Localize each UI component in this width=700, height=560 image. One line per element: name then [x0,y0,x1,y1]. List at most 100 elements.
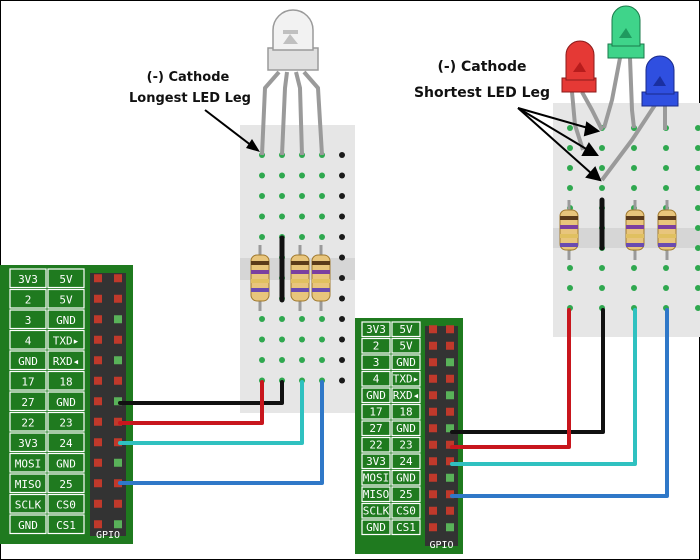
gpio-pin [446,341,454,350]
red-led [561,40,597,93]
gpio-pin [114,294,122,303]
right-annotation-line1: (-) Cathode [438,59,527,75]
left-annotation-line1: (-) Cathode [147,70,230,85]
breadboard-hole [631,165,637,171]
pin-label-cell [47,411,85,432]
breadboard-hole [567,145,573,151]
breadboard-hole [339,377,345,384]
gpio-pin [446,325,454,334]
resistor [290,245,310,311]
gpio-pin [94,438,102,447]
gpio-pin [94,315,102,324]
pin-label: 3V3 [18,273,38,286]
pin-label-cell [9,514,47,535]
pin-label-cell [47,493,85,514]
gpio-pin [114,335,122,344]
breadboard-hole [599,265,605,271]
breadboard-hole [695,185,700,191]
gpio-pin [429,440,437,449]
pin-label: 5V [399,323,413,336]
breadboard-hole [259,193,265,199]
pin-label: 3 [25,314,32,327]
breadboard-hole [339,234,345,240]
gpio-pin [429,473,437,482]
pin-label: 18 [59,375,72,388]
pin-label-cell [9,432,47,453]
gpio-pin [446,523,454,532]
pin-label: GND [366,389,386,402]
right-wire-teal [450,308,637,466]
gpio-pin [446,424,454,433]
gpio-label: GPIO [96,530,120,541]
pin-label: GND [396,422,416,435]
pin-label: 22 [21,416,34,429]
breadboard-hole [299,336,305,343]
breadboard-hole [259,172,265,179]
pin-label-cell [361,387,391,404]
gpio-pin [429,457,437,466]
pin-label-cell [361,486,391,503]
left-wire-teal [118,380,304,445]
breadboard-hole [695,245,700,251]
left-wires [118,380,324,485]
pin-label-cell [391,403,421,420]
pin-label: 22 [369,439,382,452]
pin-label: 25 [399,488,412,501]
right-led-legs [570,57,667,182]
pin-label-cell [47,473,85,494]
breadboard-hole [631,145,637,151]
gpio-pin [94,520,102,529]
gpio-pin [114,499,122,508]
breadboard-hole [339,357,345,363]
breadboard-hole [319,336,325,343]
green-led [607,5,645,59]
gpio-pin [446,490,454,499]
pin-label-cell [9,288,47,309]
pin-label-cell [391,387,421,404]
resistor [657,200,677,260]
pin-label-cell [47,288,85,309]
right-annotation-line2: Shortest LED Leg [414,85,550,101]
gpio-pin [429,523,437,532]
pin-label-cell [47,370,85,391]
right-wire-black [450,308,605,434]
breadboard-hole [599,185,605,191]
breadboard-hole [339,275,345,281]
left-wire-blue [118,380,324,485]
gpio-pin [114,356,122,365]
pin-label-cell [9,350,47,371]
gpio-pin [429,407,437,416]
gpio-pin [94,479,102,488]
breadboard-hole [663,285,669,291]
gpio-pin [429,374,437,383]
gpio-pin [114,376,122,385]
resistor [625,200,645,260]
breadboard-hole [567,285,573,291]
breadboard-hole [695,165,700,171]
breadboard-hole [663,185,669,191]
breadboard-hole [339,152,345,158]
breadboard-hole [599,285,605,291]
gpio-pin [429,358,437,367]
pin-label-cell [9,493,47,514]
pin-label: RXD◂ [53,355,80,368]
pin-label-cell [361,370,391,387]
gpio-pin [114,479,122,488]
gpio-pin [429,424,437,433]
pin-label-cell [47,391,85,412]
pin-label-cell [9,329,47,350]
blue-led [641,55,679,107]
pin-label-cell [47,452,85,473]
pin-label: GND [396,472,416,485]
gpio-pin [429,506,437,515]
pin-label: 5V [59,293,73,306]
pin-label-cell [391,519,421,536]
left-annotation-line2: Longest LED Leg [129,91,251,106]
breadboard-hole [319,172,325,179]
pin-label-cell [361,337,391,354]
resistor [559,200,579,260]
gpio-pin [94,294,102,303]
pin-label: MISO [363,488,390,501]
